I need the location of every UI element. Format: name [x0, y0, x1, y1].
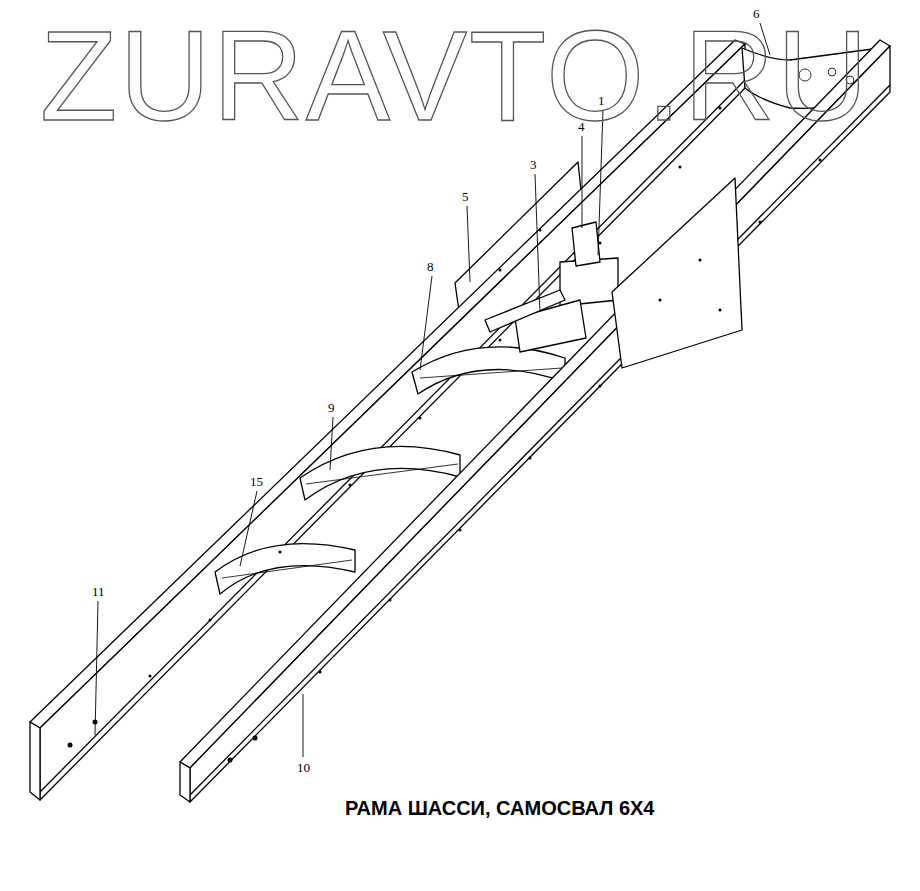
callout-number: 4 — [578, 119, 585, 134]
callout-number: 3 — [530, 157, 537, 172]
callout-number: 5 — [462, 189, 469, 204]
callout-number: 11 — [92, 584, 105, 599]
callout-number: 8 — [427, 259, 434, 274]
watermark: ZURAVTO.RU — [40, 12, 870, 140]
callout-number: 6 — [753, 6, 760, 21]
figure-title: РАМА ШАССИ, САМОСВАЛ 6Х4 — [345, 796, 654, 820]
callout-number: 1 — [598, 93, 605, 108]
callout-number: 9 — [328, 400, 335, 415]
callout-number: 15 — [250, 474, 263, 489]
callout-number: 10 — [297, 760, 310, 775]
